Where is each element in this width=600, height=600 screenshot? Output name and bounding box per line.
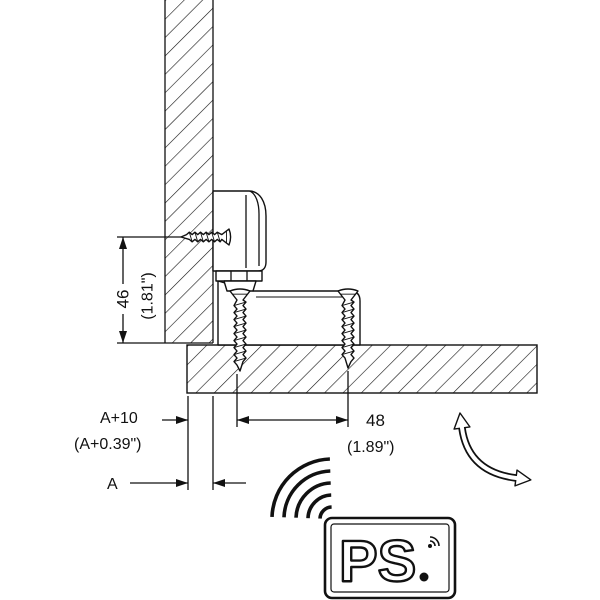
right-board-screw <box>337 288 359 369</box>
gap-dimension: A <box>107 476 246 493</box>
wall-hatching <box>165 0 213 343</box>
signal-arc <box>318 505 332 519</box>
gap-label: A <box>107 476 118 493</box>
height-imperial: (1.81") <box>140 272 157 319</box>
screw-thread <box>233 322 247 328</box>
offset-value: A+10 <box>100 410 138 427</box>
arrowhead <box>119 331 127 343</box>
logo-inner-frame <box>330 523 450 593</box>
rotation-double-arrow-icon <box>453 412 532 487</box>
screw-thread <box>188 232 193 242</box>
screw-thread <box>216 232 221 242</box>
screw-thread <box>341 308 355 314</box>
wireless-signal-icon <box>270 457 332 519</box>
signal-arc <box>429 540 436 547</box>
offset-dimension: A+10 (A+0.39") <box>74 410 188 453</box>
screw-thread <box>233 357 247 363</box>
screw-thread <box>233 315 247 321</box>
screw-thread <box>341 350 355 356</box>
signal-arc <box>429 536 440 547</box>
logo-dot <box>419 572 429 582</box>
board-section <box>186 344 538 394</box>
signal-arc <box>270 457 330 517</box>
screw-thread <box>341 343 355 349</box>
hinge-housing <box>212 190 267 292</box>
logo-lettering: PS <box>339 529 416 594</box>
arrow-shaft-inner <box>459 424 520 481</box>
arrowhead <box>213 479 225 487</box>
screw-thread <box>211 232 215 242</box>
height-value: 46 <box>114 290 133 309</box>
wall-section <box>164 0 214 344</box>
screw-thread <box>341 336 355 342</box>
edge-extension-lines <box>187 396 214 490</box>
screw-thread <box>341 322 355 328</box>
signal-arc <box>282 469 331 518</box>
signal-arc <box>306 493 332 519</box>
arrowhead <box>176 416 188 424</box>
signal-arc <box>294 481 331 518</box>
arrowhead <box>237 416 249 424</box>
screw-thread <box>194 232 199 242</box>
arrowhead <box>336 416 348 424</box>
screw-spacing-imperial: (1.89") <box>347 439 394 456</box>
screw-thread <box>200 232 204 242</box>
screw-thread <box>341 315 355 321</box>
screw-thread <box>233 329 247 335</box>
arrowhead <box>119 237 127 249</box>
screw-thread <box>233 336 247 342</box>
screw-body <box>180 228 232 246</box>
height-dimension: 46 (1.81") <box>114 236 181 344</box>
screw-thread <box>205 232 210 242</box>
screw-thread <box>233 343 247 349</box>
hinge-pivot <box>223 280 257 292</box>
wall-screw <box>180 228 232 246</box>
screw-thread <box>341 329 355 335</box>
logo-signal-icon <box>428 536 440 548</box>
signal-dot <box>428 544 432 548</box>
screw-spacing-value: 48 <box>366 411 385 430</box>
board-hatching <box>186 344 538 394</box>
screw-spacing-dimension: 48 (1.89") <box>236 371 394 456</box>
screw-thread <box>233 308 247 314</box>
screw-thread <box>341 301 355 307</box>
hinge-base <box>215 270 263 282</box>
offset-imperial: (A+0.39") <box>74 436 142 453</box>
left-board-screw <box>229 288 251 372</box>
screw-thread <box>233 301 247 307</box>
ps-logo: PS <box>323 516 457 600</box>
arrowhead <box>176 479 188 487</box>
hinge-cover-edge <box>249 190 260 266</box>
screw-thread <box>233 350 247 356</box>
